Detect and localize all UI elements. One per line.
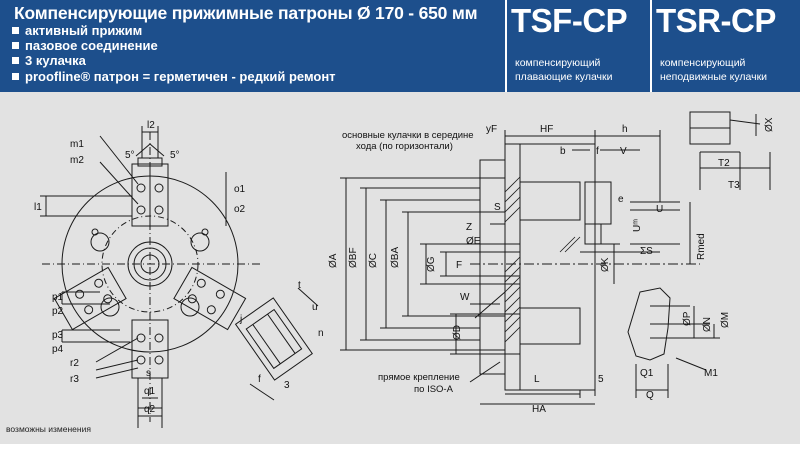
label-W: W: [460, 292, 470, 303]
label-q1: q1: [144, 386, 156, 397]
label-p2: p2: [52, 306, 64, 317]
label-s: s: [146, 368, 151, 379]
label-BF: ØBF: [348, 247, 359, 268]
jaw-left: [53, 266, 127, 331]
label-p1: p1: [52, 292, 64, 303]
label-G: ØG: [426, 256, 437, 272]
label-u: u: [312, 302, 318, 313]
label-r2: r2: [70, 358, 79, 369]
label-U: U: [656, 204, 663, 215]
label-l2: l2: [147, 120, 155, 131]
label-f: f: [258, 374, 261, 385]
label-b: b: [560, 146, 566, 157]
label-l1: l1: [34, 202, 42, 213]
label-Umin: Uᵐ: [632, 219, 643, 232]
label-SS: ΣS: [640, 246, 653, 257]
label-M: ØM: [720, 312, 731, 328]
label-m1: m1: [70, 139, 84, 150]
bullet-square-icon: [12, 42, 19, 50]
technical-drawing: l2 m1 m2 5° 5° l1 o1 o2 p1 p2 p3 p4 r2 r…: [34, 111, 775, 428]
feature-item: активный прижим: [12, 23, 336, 38]
label-f-side: f: [596, 146, 599, 157]
feature-item: пазовое соединение: [12, 38, 336, 53]
label-5: 5: [598, 374, 604, 385]
label-T2: T2: [718, 158, 730, 169]
feature-item: proofline® патрон = герметичен - редкий …: [12, 69, 336, 84]
label-X: ØX: [764, 117, 775, 132]
label-o1: o1: [234, 184, 246, 195]
label-e: e: [618, 194, 624, 205]
label-V: V: [620, 146, 627, 157]
label-M1: M1: [704, 368, 718, 379]
product-code: TSR-CP: [656, 2, 776, 39]
label-Q1: Q1: [640, 368, 654, 379]
jaw-detail-view: [234, 297, 313, 381]
label-angle-right: 5°: [170, 150, 180, 161]
label-r3: r3: [70, 374, 79, 385]
label-j: j: [239, 314, 242, 325]
label-Rmed: Rmed: [696, 233, 707, 260]
label-HA: HA: [532, 404, 546, 415]
feature-list: активный прижим пазовое соединение 3 кул…: [12, 23, 336, 84]
jaw-right: [173, 266, 247, 331]
label-E: ØE: [466, 236, 481, 247]
header-banner: Компенсирующие прижимные патроны Ø 170 -…: [0, 0, 800, 92]
technical-drawing-area: l2 m1 m2 5° 5° l1 o1 o2 p1 p2 p3 p4 r2 r…: [0, 92, 800, 444]
label-direct-mount-2: по ISO-A: [414, 384, 454, 395]
label-K: ØK: [600, 257, 611, 272]
changes-note: возможны изменения: [6, 424, 91, 434]
bullet-square-icon: [12, 27, 19, 34]
label-angle-left: 5°: [125, 150, 135, 161]
label-n: n: [318, 328, 324, 339]
feature-item: 3 кулачка: [12, 53, 336, 68]
label-p4: p4: [52, 344, 64, 355]
label-p3: p3: [52, 330, 64, 341]
label-C: ØC: [368, 253, 379, 268]
label-S: S: [494, 202, 501, 213]
label-A: ØA: [328, 253, 339, 268]
label-BA: ØBA: [390, 247, 401, 268]
label-D: ØD: [452, 325, 463, 340]
label-T3: T3: [728, 180, 740, 191]
label-Q: Q: [646, 390, 654, 401]
label-3: 3: [284, 380, 290, 391]
label-base-jaw-note-2: хода (по горизонтали): [356, 141, 453, 152]
label-Z: Z: [466, 222, 472, 233]
label-F: F: [456, 260, 462, 271]
chuck-side-body: [504, 143, 596, 391]
label-direct-mount-1: прямое крепление: [378, 372, 460, 383]
label-L: L: [534, 374, 540, 385]
product-code: TSF-CP: [511, 2, 628, 39]
label-h: h: [622, 124, 628, 135]
label-m2: m2: [70, 155, 84, 166]
label-yF: yF: [486, 124, 497, 135]
bullet-square-icon: [12, 72, 19, 80]
label-P: ØP: [682, 311, 693, 326]
jaw-side-view: [584, 181, 612, 225]
label-o2: o2: [234, 204, 246, 215]
label-N: ØN: [702, 317, 713, 332]
label-q2: q2: [144, 404, 156, 415]
label-HF: HF: [540, 124, 553, 135]
tsr-jaw-bottom: [627, 287, 671, 361]
bullet-square-icon: [12, 57, 19, 65]
label-t: t: [298, 280, 301, 291]
label-base-jaw-note-1: основные кулачки в середине: [342, 130, 474, 141]
page-title: Компенсирующие прижимные патроны Ø 170 -…: [14, 3, 478, 23]
